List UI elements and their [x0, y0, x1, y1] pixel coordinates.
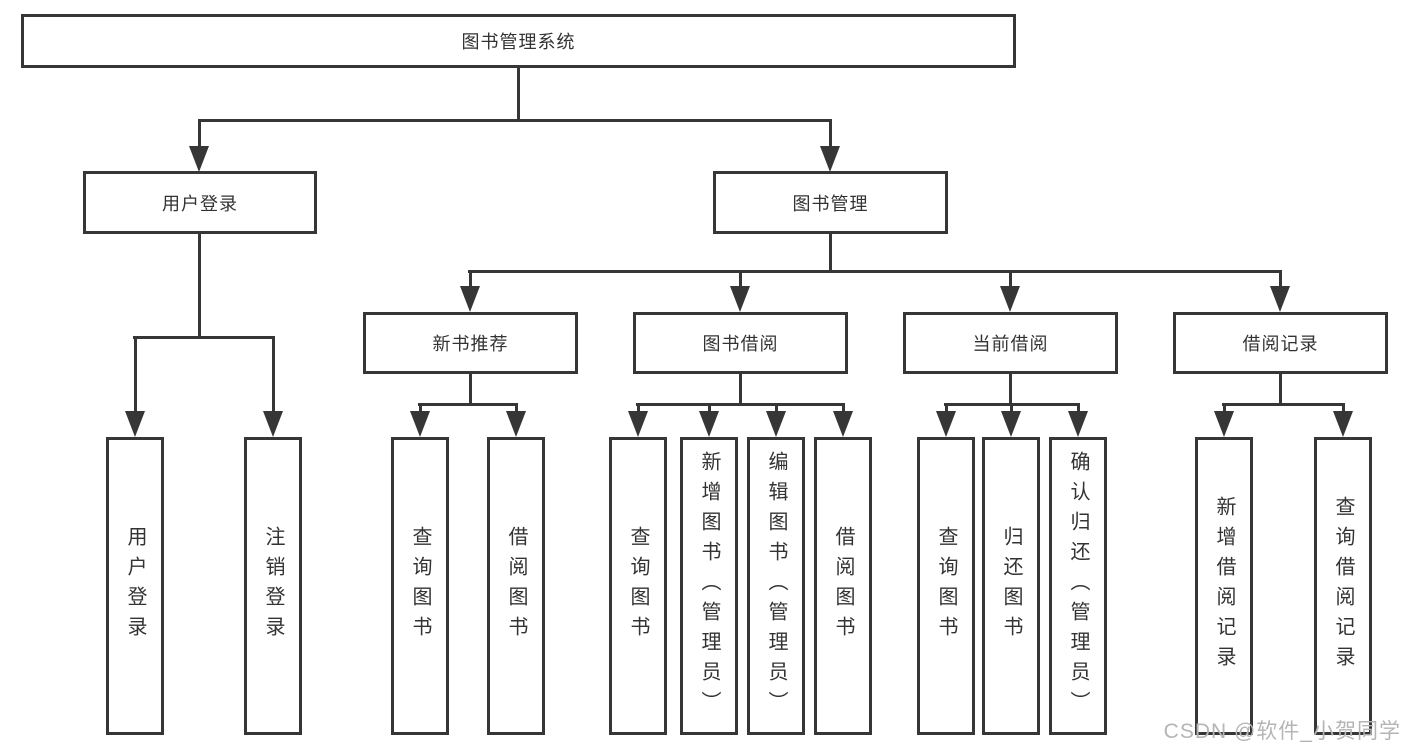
arrowhead-down-icon [1000, 286, 1020, 312]
connector-line [1223, 403, 1226, 413]
connector-line [829, 234, 832, 272]
arrowhead-down-icon [506, 411, 526, 437]
node-borrowing-records: 借阅记录 [1173, 312, 1388, 374]
arrowhead-down-icon [263, 411, 283, 437]
csdn-watermark: CSDN @软件_小贺同学 [1163, 720, 1401, 743]
node-add-borrow-record: 新增借阅记录 [1195, 437, 1253, 735]
connector-line [468, 270, 1282, 273]
arrowhead-down-icon [410, 411, 430, 437]
connector-line [419, 403, 422, 413]
connector-line [469, 374, 472, 405]
arrowhead-down-icon [189, 146, 209, 172]
connector-line [739, 270, 742, 288]
connector-line [637, 403, 640, 413]
arrowhead-down-icon [833, 411, 853, 437]
node-confirm-return-admin: 确认归还（管理员） [1049, 437, 1107, 735]
connector-line [134, 336, 137, 413]
arrowhead-down-icon [730, 286, 750, 312]
node-borrow-books-recommend: 借阅图书 [487, 437, 545, 735]
node-add-book-admin: 新增图书（管理员） [680, 437, 738, 735]
connector-line [1010, 403, 1013, 413]
connector-line [739, 374, 742, 405]
arrowhead-down-icon [936, 411, 956, 437]
arrowhead-down-icon [1270, 286, 1290, 312]
connector-line [775, 403, 778, 413]
node-library-system: 图书管理系统 [21, 14, 1016, 68]
connector-line [829, 119, 832, 148]
connector-line [1222, 403, 1345, 406]
connector-line [198, 119, 201, 148]
node-current-borrowing: 当前借阅 [903, 312, 1118, 374]
arrowhead-down-icon [699, 411, 719, 437]
arrowhead-down-icon [1001, 411, 1021, 437]
node-borrow-books-borrowing: 借阅图书 [814, 437, 872, 735]
connector-line [418, 403, 518, 406]
connector-line [1077, 403, 1080, 413]
node-user-login: 用户登录 [83, 171, 317, 234]
connector-line [1342, 403, 1345, 413]
connector-line [198, 119, 832, 122]
connector-line [1009, 374, 1012, 405]
connector-line [515, 403, 518, 413]
connector-line [1009, 270, 1012, 288]
connector-line [636, 403, 845, 406]
connector-line [708, 403, 711, 413]
connector-line [1279, 374, 1282, 405]
arrowhead-down-icon [1214, 411, 1234, 437]
node-user-login-leaf: 用户登录 [106, 437, 164, 735]
arrowhead-down-icon [766, 411, 786, 437]
node-query-books-recommend: 查询图书 [391, 437, 449, 735]
connector-line [469, 270, 472, 288]
node-edit-book-admin: 编辑图书（管理员） [747, 437, 805, 735]
node-book-management: 图书管理 [713, 171, 948, 234]
connector-line [517, 68, 520, 121]
node-new-book-recommendation: 新书推荐 [363, 312, 578, 374]
arrowhead-down-icon [628, 411, 648, 437]
connector-line [133, 336, 275, 339]
node-return-book: 归还图书 [982, 437, 1040, 735]
node-query-books-borrowing: 查询图书 [609, 437, 667, 735]
connector-line [272, 336, 275, 413]
arrowhead-down-icon [820, 146, 840, 172]
node-logout: 注销登录 [244, 437, 302, 735]
node-book-borrowing: 图书借阅 [633, 312, 848, 374]
arrowhead-down-icon [460, 286, 480, 312]
node-query-borrow-record: 查询借阅记录 [1314, 437, 1372, 735]
arrowhead-down-icon [1068, 411, 1088, 437]
node-query-books-current: 查询图书 [917, 437, 975, 735]
connector-line [945, 403, 948, 413]
arrowhead-down-icon [125, 411, 145, 437]
arrowhead-down-icon [1333, 411, 1353, 437]
connector-line [1279, 270, 1282, 288]
connector-line [842, 403, 845, 413]
connector-line [198, 234, 201, 338]
